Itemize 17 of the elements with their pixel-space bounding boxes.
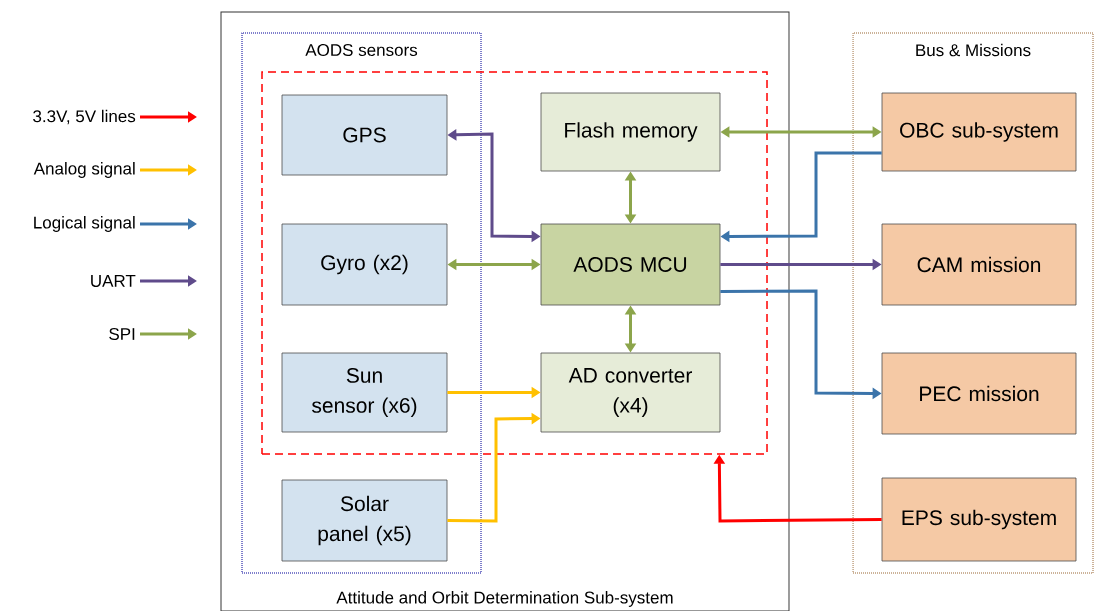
block-box: Flash memory	[540, 92, 721, 172]
block-box: Gyro (x2)	[281, 223, 448, 306]
block-box: OBC sub-system	[881, 92, 1077, 172]
block-box: PEC mission	[881, 352, 1077, 435]
block-box: AD converter (x4)	[540, 352, 721, 433]
block-box: EPS sub-system	[881, 477, 1077, 562]
legend-label: UART	[91, 275, 136, 287]
legend-label: Logical signal	[34, 216, 135, 232]
legend-label: Analog signal	[33, 162, 135, 178]
block-box: Sun sensor (x6)	[281, 352, 448, 433]
dashed-box	[261, 71, 768, 455]
legend-label: 3.3V, 5V lines	[33, 109, 136, 125]
block-box: CAM mission	[881, 223, 1077, 306]
block-box: AODS MCU	[540, 223, 721, 306]
block-box: GPS	[281, 94, 448, 176]
block-box: Solar panel (x5)	[281, 479, 448, 562]
legend-label: SPI	[109, 328, 135, 341]
